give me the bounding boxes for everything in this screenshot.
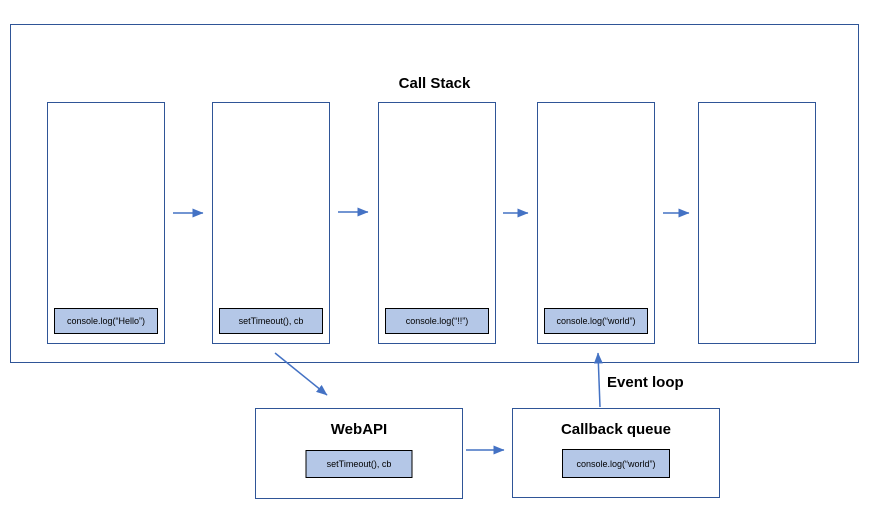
- stack-item-settimeout-cb: setTimeout(), cb: [219, 308, 323, 334]
- stack-item-console-log-hello: console.log(“Hello”): [54, 308, 158, 334]
- event-loop-label: Event loop: [607, 374, 684, 391]
- callback-queue-box: Callback queue console.log(“world”): [512, 408, 720, 498]
- call-stack-title: Call Stack: [398, 75, 471, 92]
- stack-item-console-log-world: console.log(“world”): [544, 308, 648, 334]
- callback-queue-title: Callback queue: [560, 421, 672, 438]
- callback-queue-item-console-log-world: console.log(“world”): [562, 449, 670, 478]
- webapi-title: WebAPI: [330, 421, 388, 438]
- webapi-item-settimeout-cb: setTimeout(), cb: [305, 450, 413, 478]
- stack-frame-2: setTimeout(), cb: [212, 102, 330, 344]
- stack-frame-5-empty: [698, 102, 816, 344]
- stack-item-console-log-bangbang: console.log(“!!”): [385, 308, 489, 334]
- stack-frame-3: console.log(“!!”): [378, 102, 496, 344]
- webapi-box: WebAPI setTimeout(), cb: [255, 408, 463, 499]
- stack-frame-1: console.log(“Hello”): [47, 102, 165, 344]
- stack-frame-4: console.log(“world”): [537, 102, 655, 344]
